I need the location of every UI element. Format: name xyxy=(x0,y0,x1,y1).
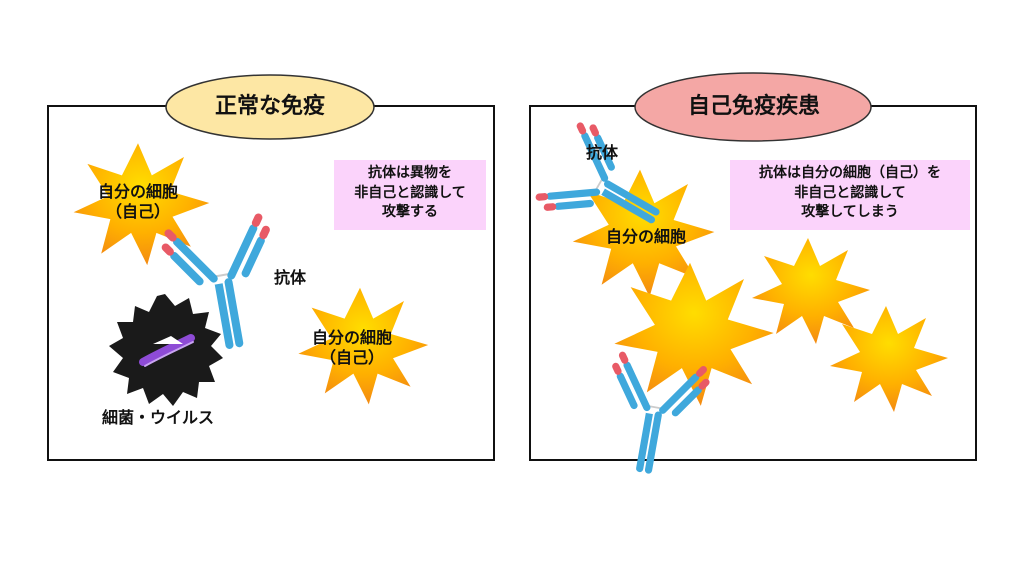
self-cell-label: 自分の細胞 xyxy=(605,227,686,246)
autoimmune-explanation-note: 抗体は自分の細胞（自己）を 非自己と認識して 攻撃してしまう xyxy=(730,160,970,230)
antibody-label: 抗体 xyxy=(585,143,618,162)
autoimmune-title-bubble xyxy=(634,72,872,142)
self-cell-label: 自分の細胞 （自己） xyxy=(97,182,178,221)
self-cell-label: 自分の細胞 （自己） xyxy=(311,328,392,367)
antibody-label: 抗体 xyxy=(273,268,306,287)
normal-explanation-note: 抗体は異物を 非自己と認識して 攻撃する xyxy=(334,160,486,230)
pathogen-label: 細菌・ウイルス xyxy=(101,408,214,427)
pathogen-icon xyxy=(109,294,223,406)
normal-panel-title: 正常な免疫 xyxy=(214,94,325,119)
normal-title-bubble xyxy=(165,74,375,140)
autoimmune-panel-title: 自己免疫疾患 xyxy=(687,94,820,119)
